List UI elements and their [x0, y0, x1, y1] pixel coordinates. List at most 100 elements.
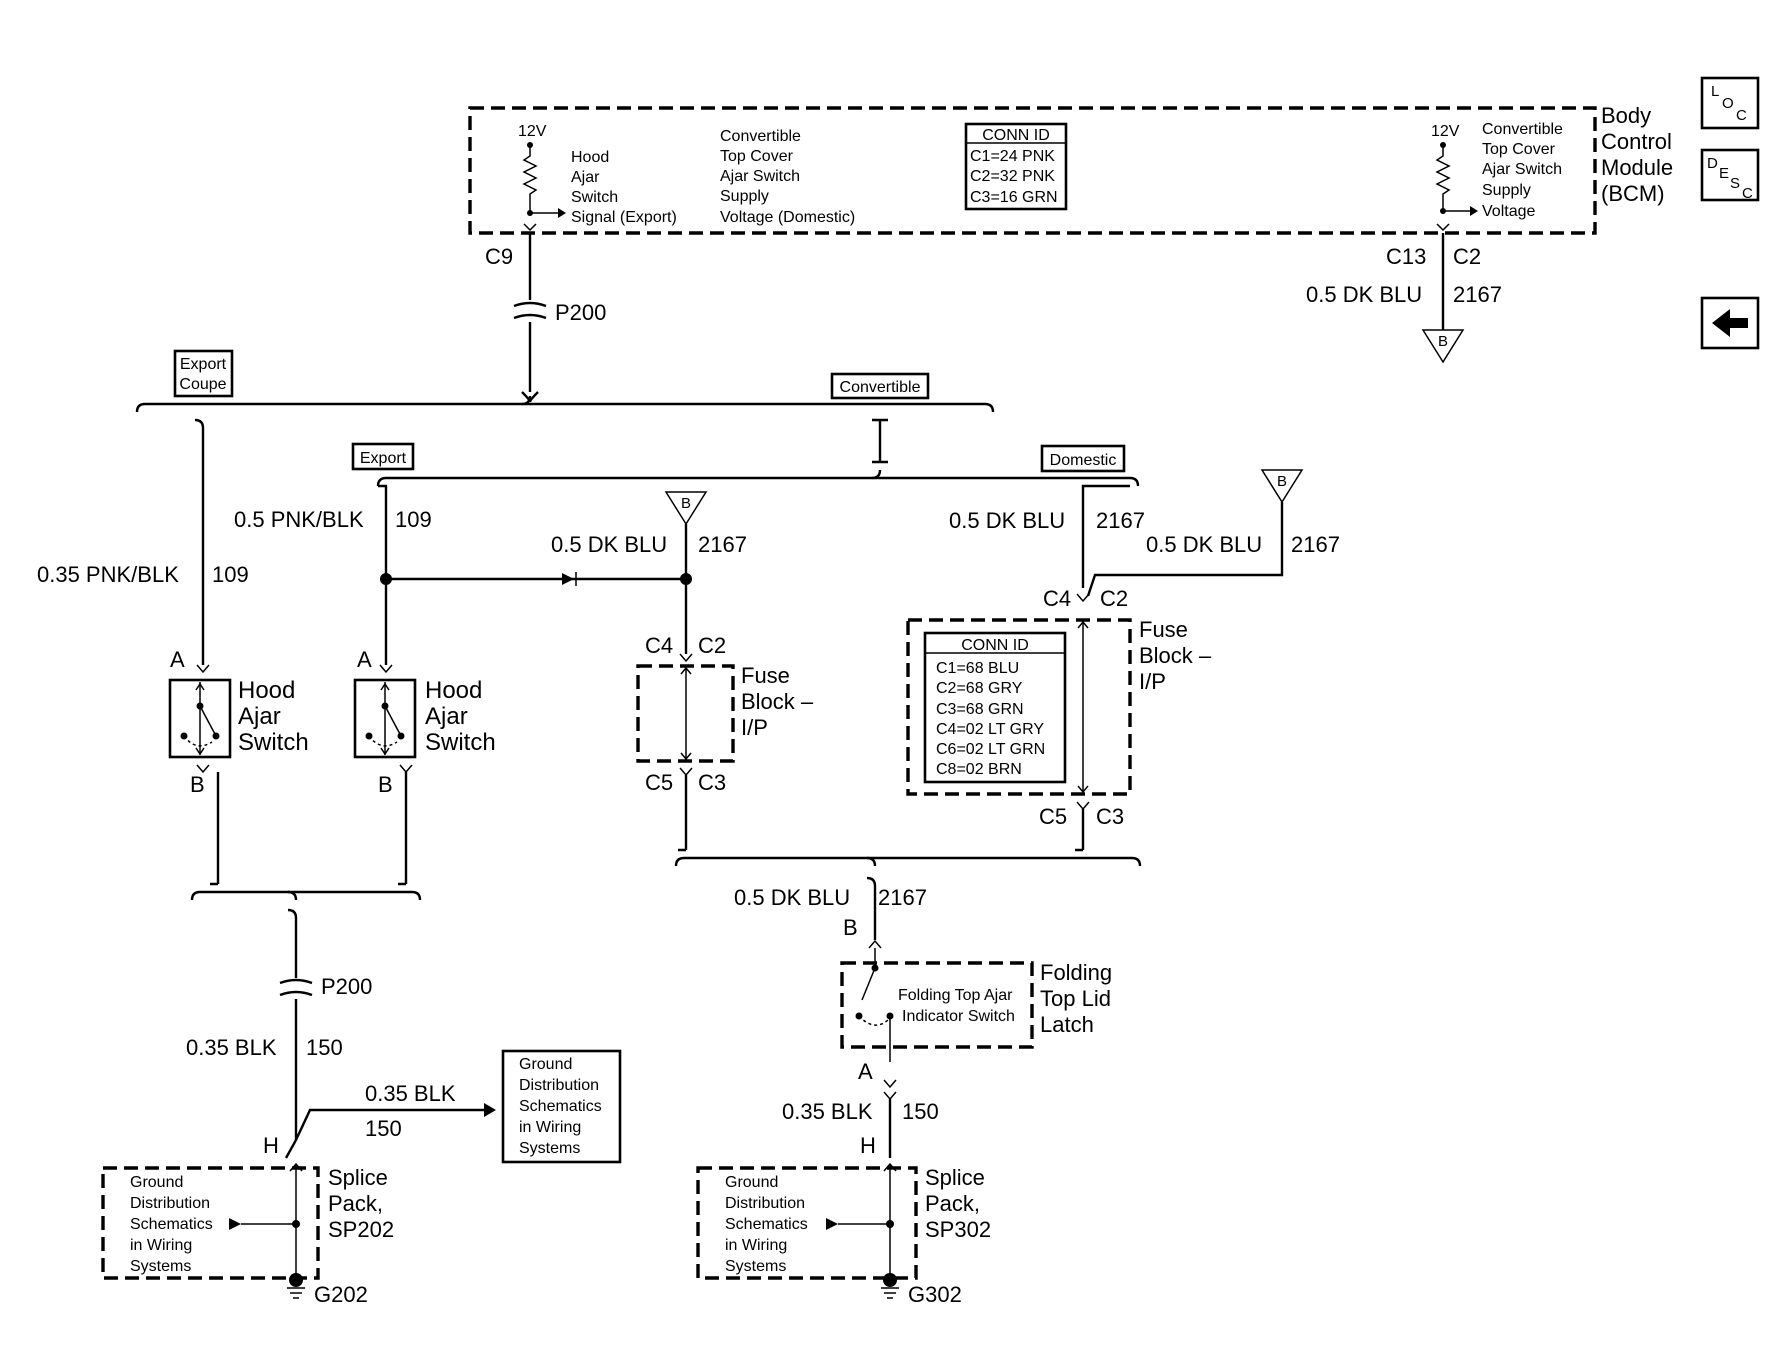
circuit-2167-latch: 0.5 DK BLU 2167 B: [734, 876, 927, 949]
bcm-left-label-1: Hood: [571, 149, 609, 166]
fuse-large-conn-title: CONN ID: [961, 637, 1029, 654]
wire-left-109-size: 0.35 PNK/BLK: [37, 562, 179, 587]
latch-pin-b: B: [843, 915, 858, 940]
circuit-2167-domestic-out: C5 C3: [1039, 801, 1124, 850]
fuse-large-name-2: Block –: [1139, 643, 1212, 668]
wire-left-109-circuit: 109: [212, 562, 249, 587]
svg-text:L: L: [1711, 83, 1719, 100]
circuit-150-left: P200 0.35 BLK 150 0.35 BLK 150 H: [186, 908, 496, 1172]
ground-g202-icon: G202: [287, 1273, 368, 1307]
p200-bottom-connector: [279, 978, 313, 997]
sp302-name-1: Splice: [925, 1165, 985, 1190]
latch-switch-label-2: Indicator Switch: [902, 1008, 1015, 1025]
wire-gnd-left-circuit: 150: [306, 1035, 343, 1060]
ground-g302-icon: G302: [881, 1273, 962, 1307]
svg-text:C: C: [1742, 185, 1753, 202]
hood-left-name-1: Hood: [238, 677, 295, 704]
latch-name-1: Folding: [1040, 960, 1112, 985]
ground-ref-box-2: Distribution: [519, 1077, 599, 1094]
option-bracket-mid: Export Domestic: [351, 418, 1140, 487]
sp202-name-3: SP202: [328, 1217, 394, 1242]
fuse-large-conn-row-1: C1=68 BLU: [936, 660, 1019, 677]
bcm-left-supply: 12V: [518, 123, 547, 140]
circuit-150-right: A 0.35 BLK 150 H: [782, 1059, 939, 1172]
fuse-large-conn-row-3: C3=68 GRN: [936, 701, 1024, 718]
fuse-block-small: Fuse Block – I/P: [636, 663, 814, 763]
option-export-coupe-1: Export: [180, 356, 227, 373]
wire-latch-circuit: 2167: [878, 885, 927, 910]
p200-top-connector: [513, 301, 547, 320]
fuse-small-top-a: C4: [645, 633, 673, 658]
wire-export-109-size: 0.5 PNK/BLK: [234, 507, 364, 532]
svg-text:(BCM): (BCM): [1601, 181, 1665, 206]
svg-text:C: C: [1736, 107, 1747, 124]
fuse-small-top-b: C2: [698, 633, 726, 658]
body-control-module: Body Control Module (BCM) 12V Hood Ajar …: [468, 103, 1673, 269]
hood-right-name-2: Ajar: [425, 703, 468, 730]
hood-ajar-switch-left: Hood Ajar Switch B: [168, 677, 309, 797]
wire-export-109-circuit: 109: [395, 507, 432, 532]
svg-text:D: D: [1707, 155, 1718, 172]
loc-icon[interactable]: L O C: [1700, 76, 1760, 130]
circuit-109-top: P200: [513, 233, 606, 403]
fuse-block-large: CONN ID C1=68 BLU C2=68 GRY C3=68 GRN C4…: [906, 617, 1212, 796]
bcm-pin-c9: C9: [485, 244, 513, 269]
svg-text:Body: Body: [1601, 103, 1651, 128]
fuse-large-conn-row-4: C4=02 LT GRY: [936, 721, 1044, 738]
desc-icon[interactable]: D E S C: [1700, 148, 1760, 202]
fuse-small-bot-b: C3: [698, 770, 726, 795]
ground-distribution-ref-box[interactable]: Ground Distribution Schematics in Wiring…: [501, 1049, 622, 1164]
latch-pin-a: A: [858, 1059, 873, 1084]
fuse-large-conn-row-6: C8=02 BRN: [936, 761, 1022, 778]
bcm-conn-row-2: C2=32 PNK: [970, 168, 1055, 185]
ground-ref-box-3: Schematics: [519, 1098, 602, 1115]
wire-dom-2167-size: 0.5 DK BLU: [949, 508, 1065, 533]
bcm-conn-row-1: C1=24 PNK: [970, 148, 1055, 165]
off-page-ref-bcm: B: [1438, 333, 1448, 350]
wire-ref-2167-circuit: 2167: [1291, 532, 1340, 557]
fuse-large-conn-row-5: C6=02 LT GRN: [936, 741, 1045, 758]
hood-right-pin-b: B: [378, 772, 393, 797]
svg-text:O: O: [1722, 95, 1734, 112]
option-export: Export: [360, 450, 407, 467]
sp302-ref-4: in Wiring: [725, 1237, 787, 1254]
circuit-2167-mid-out: C5 C3: [645, 767, 726, 850]
sp202-name-2: Pack,: [328, 1191, 383, 1216]
wire-latch-size: 0.5 DK BLU: [734, 885, 850, 910]
wire-gnd-left-size: 0.35 BLK: [186, 1035, 277, 1060]
latch-switch-label-1: Folding Top Ajar: [898, 987, 1013, 1004]
sp302-name-2: Pack,: [925, 1191, 980, 1216]
bcm-name-4: (BCM): [1601, 181, 1665, 206]
p200-top-label: P200: [555, 300, 606, 325]
splice-pack-sp302: Ground Distribution Schematics in Wiring…: [696, 1165, 991, 1280]
hood-ajar-switch-right: Hood Ajar Switch B: [353, 677, 496, 797]
latch-name-3: Latch: [1040, 1012, 1094, 1037]
sp302-ref-5: Systems: [725, 1258, 786, 1275]
bcm-pin-c13: C13: [1386, 244, 1426, 269]
bcm-mid-label-4: Supply: [720, 188, 769, 205]
option-bracket-top: Export Coupe Convertible: [135, 349, 995, 413]
fuse-large-name-1: Fuse: [1139, 617, 1188, 642]
bcm-name-1: Body: [1601, 103, 1651, 128]
ground-g302-label: G302: [908, 1282, 962, 1307]
bcm-left-label-3: Switch: [571, 189, 618, 206]
wire-gnd-right-size: 0.35 BLK: [782, 1099, 873, 1124]
sp302-ref-1: Ground: [725, 1174, 778, 1191]
sp202-ref-2: Distribution: [130, 1195, 210, 1212]
hood-right-name-1: Hood: [425, 677, 482, 704]
bcm-conn-id-title: CONN ID: [982, 127, 1050, 144]
fuse-large-bot-a: C5: [1039, 804, 1067, 829]
option-domestic: Domestic: [1050, 452, 1117, 469]
wire-mid-2167-size: 0.5 DK BLU: [551, 532, 667, 557]
wire-gnd-branch-size: 0.35 BLK: [365, 1081, 456, 1106]
bcm-outline: [468, 106, 1597, 235]
svg-text:Module: Module: [1601, 155, 1673, 180]
off-page-ref-mid: B: [681, 495, 691, 512]
circuit-2167-bcm: 0.5 DK BLU 2167 B: [1306, 233, 1502, 364]
bcm-mid-label-2: Top Cover: [720, 148, 794, 165]
hood-left-pin-a: A: [170, 647, 185, 672]
bcm-right-label-4: Supply: [1482, 182, 1531, 199]
back-arrow-icon[interactable]: [1700, 296, 1760, 350]
hood-left-name-2: Ajar: [238, 703, 281, 730]
